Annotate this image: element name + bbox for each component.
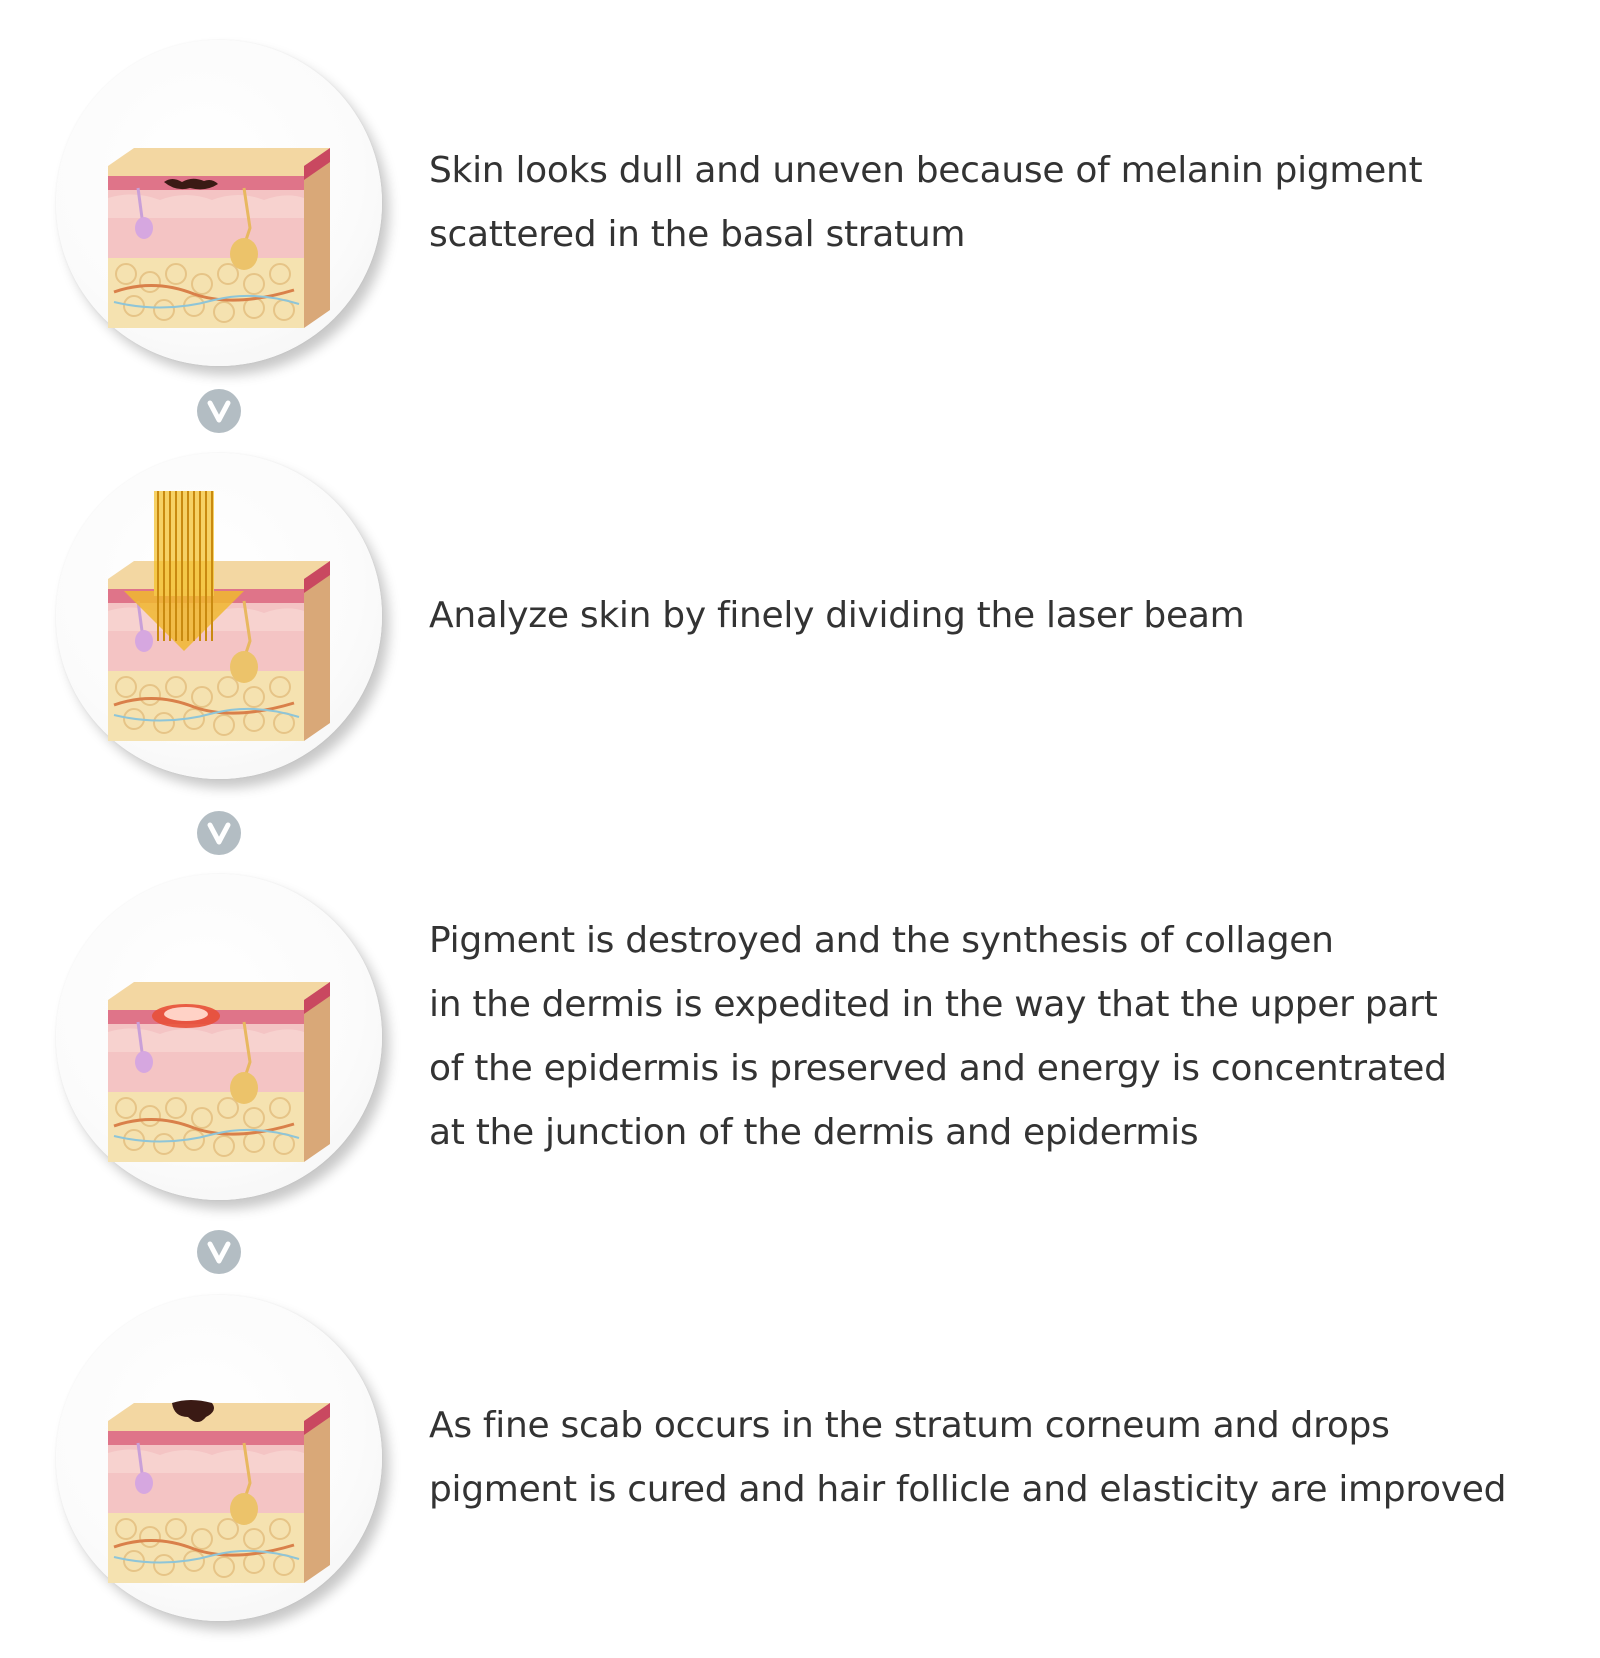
step-3: Pigment is destroyed and the synthesis o… — [0, 874, 1600, 1204]
step-3-line-1: Pigment is destroyed and the synthesis o… — [429, 920, 1334, 961]
skin-scab-icon — [108, 1400, 330, 1583]
step-3-line-2: in the dermis is expedited in the way th… — [429, 984, 1438, 1025]
step-1-circle — [56, 40, 382, 366]
skin-laser-icon — [108, 491, 330, 741]
step-2-line-1: Analyze skin by finely dividing the lase… — [429, 595, 1245, 636]
step-4-line-1: As fine scab occurs in the stratum corne… — [429, 1405, 1390, 1446]
step-1-line-1: Skin looks dull and uneven because of me… — [429, 150, 1423, 191]
chevron-down-icon — [197, 389, 241, 433]
step-1: Skin looks dull and uneven because of me… — [0, 40, 1600, 370]
laser-beam — [124, 491, 244, 651]
step-3-line-3: of the epidermis is preserved and energy… — [429, 1048, 1447, 1089]
step-2-circle — [56, 453, 382, 779]
step-3-line-4: at the junction of the dermis and epider… — [429, 1112, 1199, 1153]
step-1-line-2: scattered in the basal stratum — [429, 214, 966, 255]
step-2: Analyze skin by finely dividing the lase… — [0, 453, 1600, 783]
step-3-description: Pigment is destroyed and the synthesis o… — [429, 874, 1569, 1200]
step-4-description: As fine scab occurs in the stratum corne… — [429, 1295, 1569, 1621]
step-1-description: Skin looks dull and uneven because of me… — [429, 40, 1569, 366]
step-4-line-2: pigment is cured and hair follicle and e… — [429, 1469, 1507, 1510]
chevron-down-icon — [197, 811, 241, 855]
chevron-down-icon — [197, 1230, 241, 1274]
skin-treatment-icon — [108, 982, 330, 1162]
step-4-circle — [56, 1295, 382, 1621]
skin-melanin-icon — [108, 148, 330, 328]
step-3-circle — [56, 874, 382, 1200]
step-2-description: Analyze skin by finely dividing the lase… — [429, 453, 1569, 779]
step-4: As fine scab occurs in the stratum corne… — [0, 1295, 1600, 1625]
